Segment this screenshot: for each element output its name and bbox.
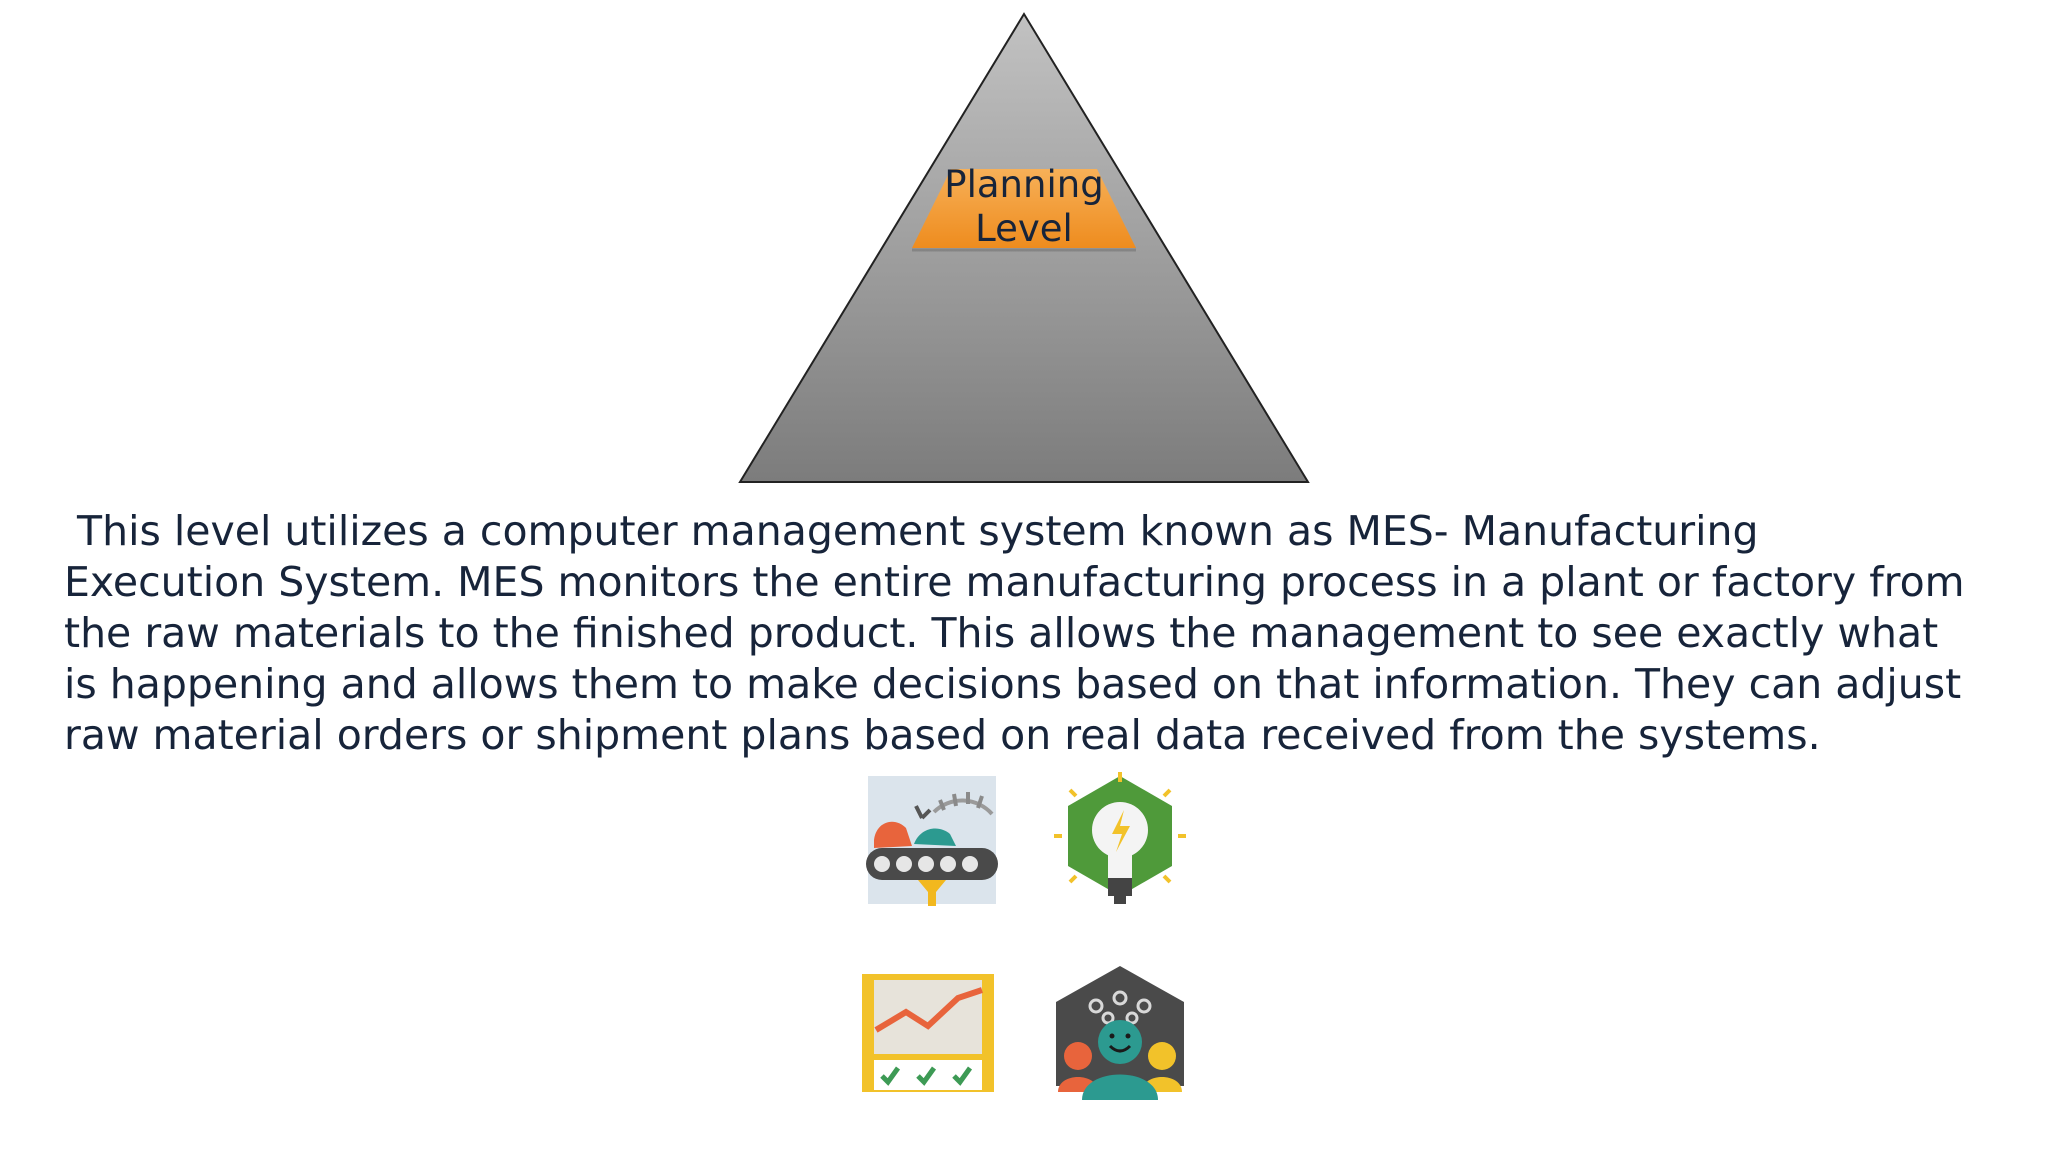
paragraph-line-4: is happening and allows them to make dec… [64, 660, 1962, 708]
description-paragraph: This level utilizes a computer managemen… [64, 506, 2024, 761]
lightbulb-idea-icon [1054, 772, 1186, 904]
analytics-chart-icon [862, 974, 994, 1092]
paragraph-line-3: the raw materials to the finished produc… [64, 609, 1939, 657]
paragraph-line-5: raw material orders or shipment plans ba… [64, 711, 1821, 759]
paragraph-line-2: Execution System. MES monitors the entir… [64, 558, 1965, 606]
conveyor-production-icon [866, 776, 998, 906]
team-icon [1056, 966, 1184, 1100]
planning-level-label: Planning Level [880, 163, 1168, 251]
pyramid-diagram [738, 12, 1310, 483]
band-label-line-2: Level [975, 207, 1073, 250]
paragraph-line-1: This level utilizes a computer managemen… [64, 507, 1759, 555]
planning-level-band [912, 169, 1136, 248]
band-label-line-1: Planning [944, 163, 1104, 206]
